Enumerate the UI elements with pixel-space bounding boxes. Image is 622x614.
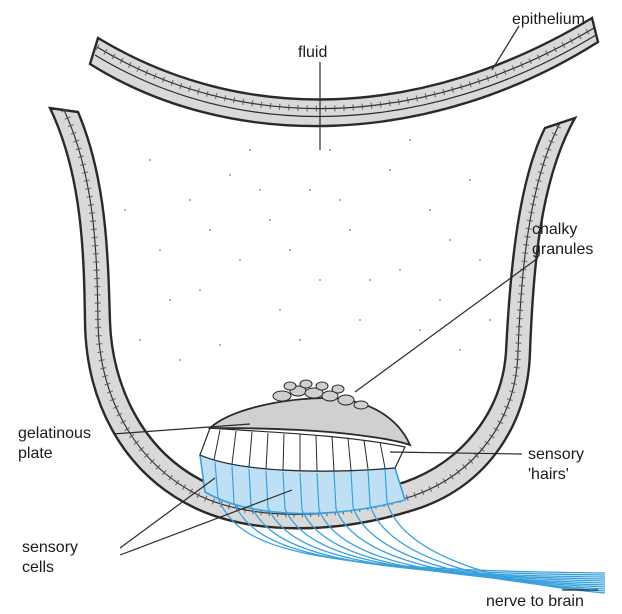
label-epithelium: epithelium [512,10,585,29]
label-chalky-line1: chalky [532,220,577,239]
label-sensory-hairs-line2: 'hairs' [528,465,569,484]
fluid-stipple [124,139,491,361]
label-sensory-cells-line1: sensory [22,538,78,557]
label-gelatinous-line1: gelatinous [18,424,91,443]
label-nerve-to-brain: nerve to brain [486,592,584,611]
label-fluid: fluid [298,43,327,62]
label-sensory-cells-line2: cells [22,558,54,577]
label-chalky-line2: granules [532,240,593,259]
label-gelatinous-line2: plate [18,444,53,463]
label-sensory-hairs-line1: sensory [528,445,584,464]
